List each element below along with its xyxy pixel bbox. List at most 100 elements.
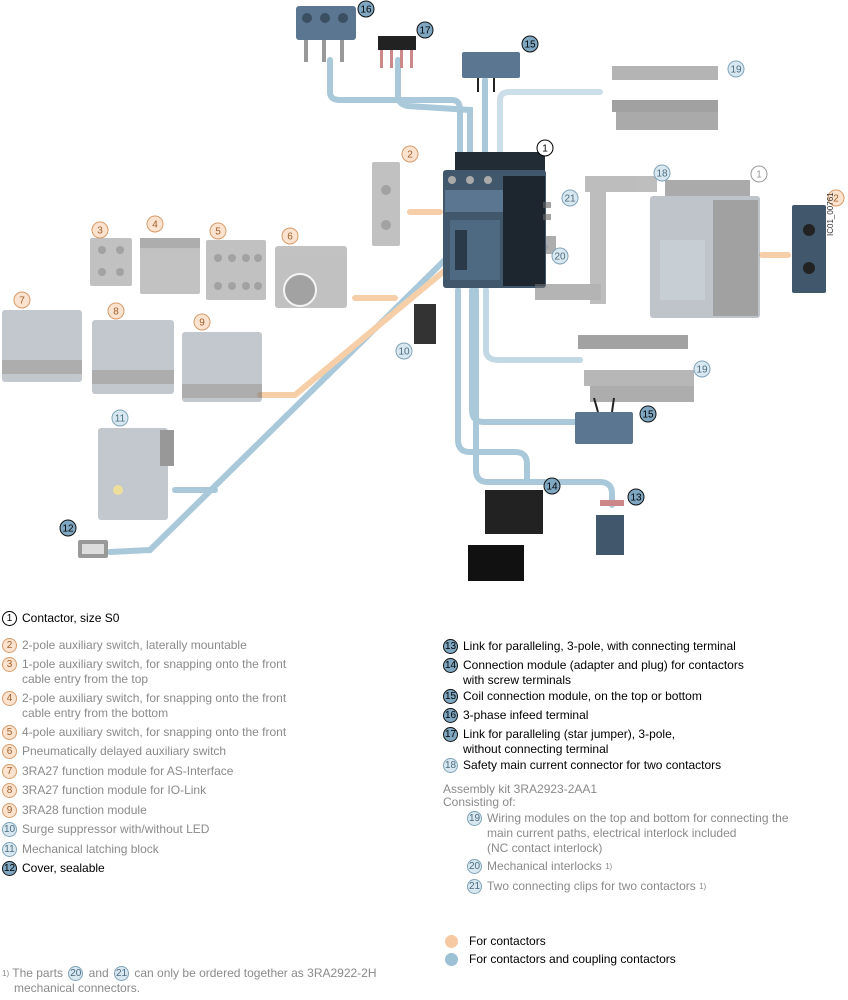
svg-text:19: 19: [696, 365, 708, 376]
svg-text:2: 2: [407, 150, 413, 161]
callout-14: 14: [543, 477, 561, 495]
callout-17: 17: [416, 21, 434, 39]
callout-5: 5: [209, 222, 227, 240]
sealable-cover: [78, 540, 108, 558]
function-module-io-link: [92, 320, 174, 394]
callout-9: 9: [193, 313, 211, 331]
key-swatch-contactors: [445, 935, 458, 948]
star-jumper: [378, 36, 416, 68]
svg-text:16: 16: [360, 5, 372, 16]
svg-text:19: 19: [730, 65, 742, 76]
svg-text:6: 6: [287, 232, 293, 243]
aux-switch-lateral-left: [372, 162, 400, 246]
safety-main-current-connector: [535, 176, 657, 304]
callout-1-right: 1: [750, 165, 768, 183]
function-module-as-interface: [2, 310, 82, 382]
connection-lines-blue: [107, 57, 615, 555]
callouts: 16 17 15 19 1 2 18 1 2 21 20 3 4 5 6 7 8…: [13, 0, 845, 537]
callout-2-left: 2: [401, 145, 419, 163]
svg-text:1: 1: [756, 170, 762, 181]
callout-13: 13: [627, 488, 645, 506]
connection-lines-orange: [257, 209, 791, 398]
aux-switch-lateral-right: [792, 205, 826, 293]
callout-12: 12: [59, 519, 77, 537]
wiring-module-bottom: [578, 335, 694, 402]
callout-1: 1: [536, 139, 554, 157]
callout-11: 11: [111, 409, 129, 427]
callout-4: 4: [146, 215, 164, 233]
figure-code: IC01_00761: [826, 192, 835, 236]
mechanical-latching-block: [98, 428, 174, 520]
svg-text:9: 9: [199, 318, 205, 329]
connecting-clips: [543, 202, 551, 220]
surge-suppressor: [414, 304, 436, 344]
svg-text:13: 13: [630, 493, 642, 504]
infeed-terminal: [296, 6, 356, 62]
aux-switch-2-pole: [140, 238, 200, 294]
svg-text:5: 5: [215, 227, 221, 238]
callout-16: 16: [357, 0, 375, 18]
callout-15-bottom: 15: [639, 405, 657, 423]
callout-3: 3: [91, 221, 109, 239]
aux-switch-1-pole: [90, 238, 132, 286]
callout-7: 7: [13, 291, 31, 309]
callout-19-bottom: 19: [693, 360, 711, 378]
svg-text:8: 8: [113, 307, 119, 318]
callout-20: 20: [551, 247, 569, 265]
function-module-3ra28: [182, 332, 262, 402]
footnote: 1) The parts 20 and 21 can only be order…: [2, 966, 377, 995]
callout-19-top: 19: [727, 60, 745, 78]
callout-21: 21: [561, 189, 579, 207]
consisting-of-label: Consisting of:: [443, 795, 516, 809]
wiring-module-top: [612, 66, 718, 130]
svg-text:20: 20: [554, 252, 566, 263]
svg-text:1: 1: [542, 144, 548, 155]
callout-2-right: 2: [827, 189, 845, 207]
svg-text:7: 7: [19, 296, 25, 307]
callout-10: 10: [395, 342, 413, 360]
callout-18: 18: [653, 164, 671, 182]
svg-text:4: 4: [152, 220, 158, 231]
mechanical-interlock: [546, 236, 556, 254]
link-for-paralleling: [596, 500, 624, 555]
svg-text:10: 10: [398, 347, 410, 358]
callout-8: 8: [107, 302, 125, 320]
svg-text:18: 18: [656, 169, 668, 180]
svg-text:21: 21: [564, 194, 576, 205]
svg-text:11: 11: [115, 414, 126, 425]
callout-6: 6: [281, 227, 299, 245]
key-label-contactors: For contactors: [469, 934, 546, 948]
svg-text:3: 3: [97, 226, 103, 237]
connection-module: [468, 490, 543, 581]
key-label-coupling-contactors: For contactors and coupling contactors: [469, 952, 676, 966]
svg-text:14: 14: [546, 482, 558, 493]
aux-switch-4-pole: [206, 240, 266, 300]
svg-text:15: 15: [642, 410, 654, 421]
svg-text:15: 15: [524, 40, 536, 51]
pneumatic-aux-switch: [275, 246, 347, 308]
contactor-right: [650, 180, 760, 318]
component-diagram: 16 17 15 19 1 2 18 1 2 21 20 3 4 5 6 7 8…: [2, 0, 845, 581]
assembly-kit-title: Assembly kit 3RA2923-2AA1: [443, 782, 598, 796]
coil-connection-module-top: [462, 52, 520, 92]
